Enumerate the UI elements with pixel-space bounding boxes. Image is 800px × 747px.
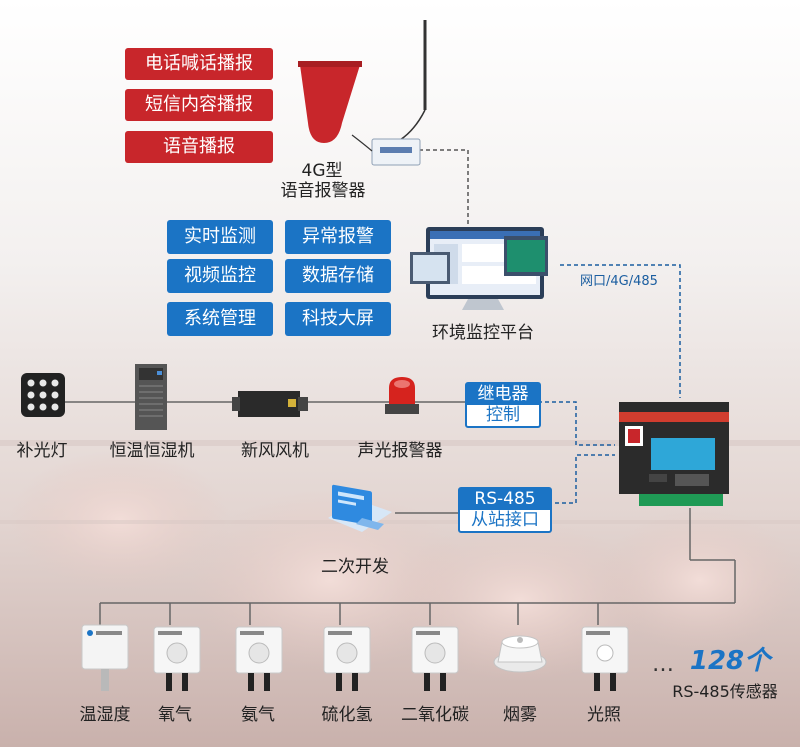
relay-line1: 继电器 [467, 384, 539, 405]
rs485-line1: RS-485 [460, 489, 550, 510]
network-label: 网口/4G/485 [580, 274, 658, 289]
sensor-label-temp-humidity: 温湿度 [79, 705, 131, 725]
device-label-fresh-air: 新风风机 [241, 441, 309, 461]
device-label-fill-light: 补光灯 [16, 441, 68, 461]
feature-storage-tag: 数据存储 [285, 259, 391, 293]
voice-alarm-icon [298, 20, 427, 166]
light-sensor-icon [581, 626, 629, 691]
sensor-label-ammonia: 氨气 [241, 705, 275, 725]
sensor-label-h2s: 硫化氢 [321, 705, 373, 725]
feature-video-tag: 视频监控 [167, 259, 273, 293]
device-label-alarm: 声光报警器 [357, 441, 443, 461]
oxygen-sensor-icon [153, 626, 201, 691]
thermostat-machine-icon [135, 364, 167, 430]
dev-label: 二次开发 [321, 557, 389, 577]
relay-line2: 控制 [486, 405, 520, 425]
platform-label: 环境监控平台 [432, 323, 534, 343]
broadcast-sms-tag: 短信内容播报 [125, 89, 273, 121]
sensor-type-label: RS-485传感器 [672, 682, 778, 701]
sensor-count: 128个 [689, 646, 771, 676]
fresh-air-fan-icon [232, 391, 308, 417]
smoke-sensor-icon [493, 635, 547, 673]
feature-alarm-tag: 异常报警 [285, 220, 391, 254]
sensor-label-co2: 二氧化碳 [401, 705, 469, 725]
sensor-label-oxygen: 氧气 [158, 705, 192, 725]
ammonia-sensor-icon [235, 626, 283, 691]
sound-light-alarm-icon [385, 377, 419, 414]
voice-alarm-label-line1: 4G型 [301, 161, 343, 181]
feature-realtime-tag: 实时监测 [167, 220, 273, 254]
ellipsis-text: … [652, 652, 674, 677]
feature-system-tag: 系统管理 [167, 302, 273, 336]
sensor-label-light: 光照 [587, 705, 621, 725]
co2-sensor-icon [411, 626, 459, 691]
feature-bigscreen-tag: 科技大屏 [285, 302, 391, 336]
secondary-dev-icon [328, 484, 392, 532]
temp-humidity-sensor-icon [81, 624, 129, 691]
broadcast-voice-tag: 语音播报 [125, 131, 273, 163]
voice-alarm-label-line2: 语音报警器 [280, 181, 366, 201]
rs485-line2: 从站接口 [471, 510, 539, 530]
rs485-slave-box: RS-485 从站接口 [458, 487, 552, 533]
platform-monitor-icon [410, 227, 548, 310]
device-label-thermostat: 恒温恒湿机 [109, 441, 195, 461]
fill-light-icon [21, 373, 65, 417]
relay-control-box: 继电器 控制 [465, 382, 541, 428]
sensor-label-smoke: 烟雾 [503, 705, 537, 725]
broadcast-phone-tag: 电话喊话播报 [125, 48, 273, 80]
data-controller-icon [619, 402, 729, 506]
hydrogen-sulfide-sensor-icon [323, 626, 371, 691]
